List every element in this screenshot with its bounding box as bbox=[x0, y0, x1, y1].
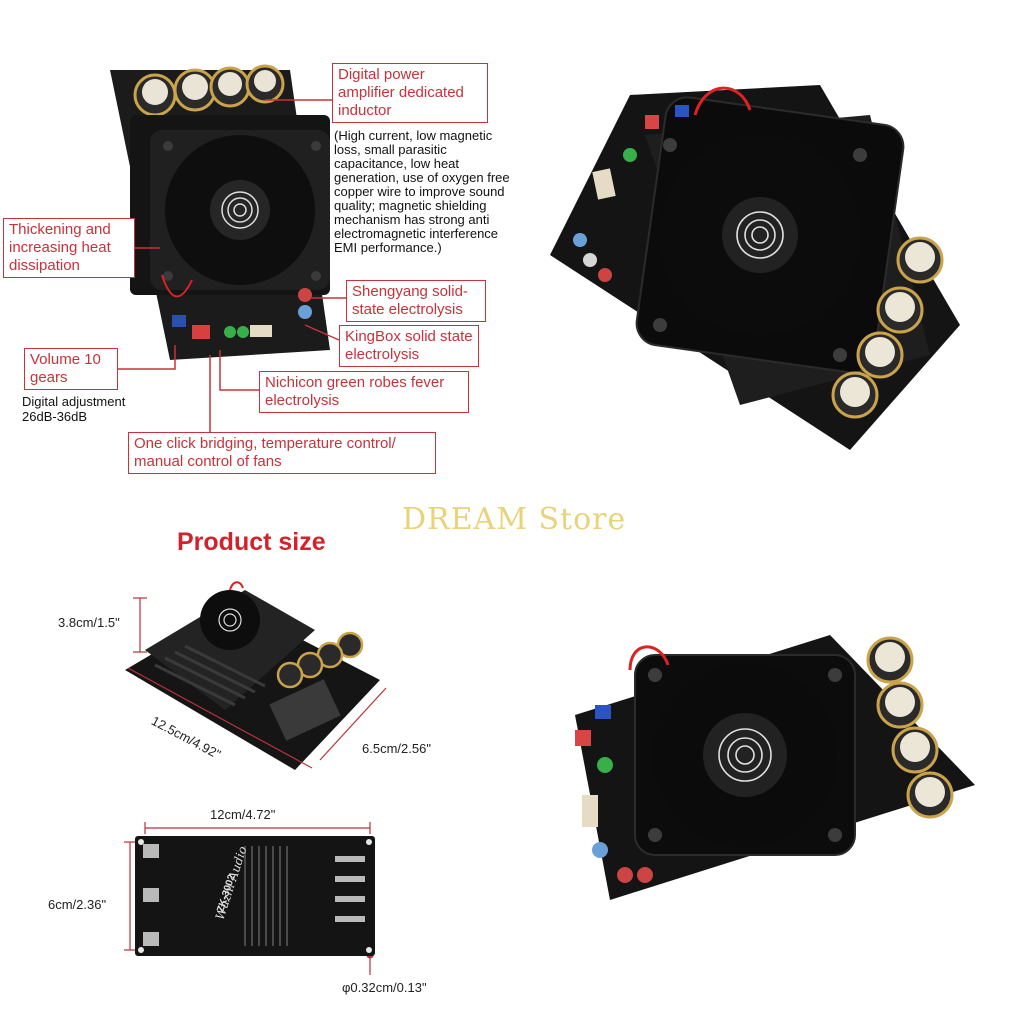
board-photo-angle-2 bbox=[570, 635, 980, 905]
dim-pcb-length-label: 12cm/4.72" bbox=[210, 807, 276, 822]
callout-bridging: One click bridging, temperature control/… bbox=[128, 432, 436, 474]
dim-pcb-width-label: 6cm/2.36" bbox=[48, 897, 107, 912]
callout-volume: Volume 10 gears bbox=[24, 348, 118, 390]
digital-adjust-note: Digital adjustment 26dB-36dB bbox=[22, 394, 126, 424]
annotated-board-photo bbox=[100, 50, 340, 370]
callout-inductor-title: Digital power amplifier dedicated induct… bbox=[332, 63, 488, 123]
dim-hole-label: φ0.32cm/0.13" bbox=[342, 980, 427, 995]
board-photo-angle-1 bbox=[550, 75, 970, 455]
product-size-title: Product size bbox=[177, 528, 326, 556]
callout-shengyang: Shengyang solid-state electrolysis bbox=[346, 280, 486, 322]
callout-nichicon: Nichicon green robes fever electrolysis bbox=[259, 371, 469, 413]
callout-heat: Thickening and increasing heat dissipati… bbox=[3, 218, 135, 278]
watermark-text: DREAM Store bbox=[402, 502, 627, 537]
dim-width-label: 6.5cm/2.56" bbox=[362, 741, 431, 756]
board-photo-size-view bbox=[115, 580, 385, 780]
callout-kingbox: KingBox solid state electrolysis bbox=[339, 325, 479, 367]
callout-inductor-desc: (High current, low magnetic loss, small … bbox=[334, 128, 510, 255]
pcb-bottom-view: Wuzhi Audio ZK-3002 bbox=[135, 836, 375, 956]
dim-height-label: 3.8cm/1.5" bbox=[58, 615, 120, 630]
